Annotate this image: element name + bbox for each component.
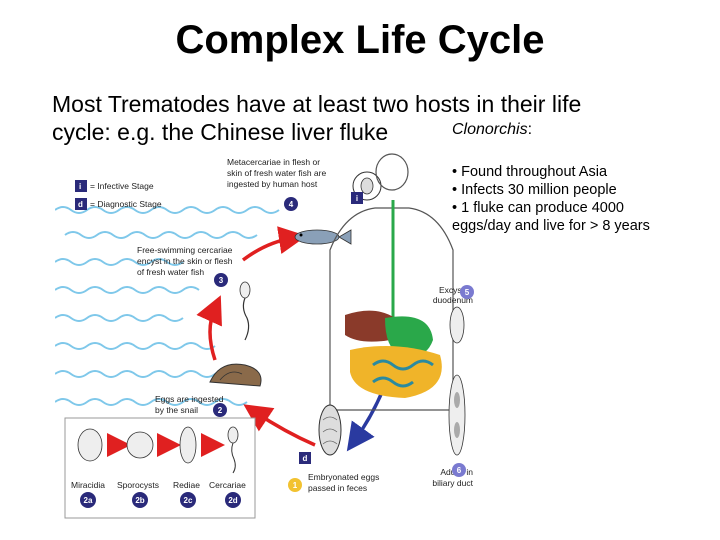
stage-4-line-3: ingested by human host <box>227 179 318 189</box>
genus-label: Clonorchis: <box>452 121 532 139</box>
diagnostic-stage-mark: d <box>78 200 83 209</box>
facts-list: • Found throughout Asia • Infects 30 mil… <box>452 163 650 235</box>
stage-4-line-1: Metacercariae in flesh or <box>227 157 320 167</box>
stage-badge-3 <box>214 273 228 287</box>
svg-text:6: 6 <box>457 466 462 475</box>
genus-name: Clonorchis <box>452 121 528 138</box>
stage-5-line-2: duodenum <box>433 295 473 305</box>
stage-badge-4 <box>284 197 298 211</box>
intro-line-1: Most Trematodes have at least two hosts … <box>52 91 582 117</box>
embryonated-egg-icon <box>318 404 342 456</box>
stage-badge-6 <box>452 463 466 477</box>
intestine <box>350 346 442 398</box>
fact-item: • Found throughout Asia <box>452 164 608 180</box>
svg-text:2d: 2d <box>228 496 237 505</box>
stage-1-line-2: passed in feces <box>308 483 367 493</box>
rediae-icon <box>179 426 197 464</box>
snail-stage-badge-2c <box>180 492 196 508</box>
svg-text:2: 2 <box>218 406 223 415</box>
miracidia-icon <box>77 428 103 462</box>
snail-stage-badge-2a <box>80 492 96 508</box>
svg-text:5: 5 <box>465 288 470 297</box>
fact-item: • 1 fluke can produce 4000 <box>452 200 624 216</box>
stage-6-line-2: biliary duct <box>432 478 473 488</box>
life-cycle-diagram: i = Infective Stage d = Diagnostic Stage <box>55 153 474 519</box>
stage-badge-2 <box>213 403 227 417</box>
liver <box>345 310 395 342</box>
stage-badge-5 <box>460 285 474 299</box>
svg-text:d: d <box>303 454 308 463</box>
svg-text:1: 1 <box>293 481 298 490</box>
excysted-fluke-icon <box>449 306 465 344</box>
intro-text: Most Trematodes have at least two hosts … <box>52 90 581 146</box>
human-host-icon <box>329 153 454 411</box>
stage-3-line-1: Free-swimming cercariae <box>137 245 233 255</box>
intro-line-2: cycle: e.g. the Chinese liver fluke <box>52 119 389 145</box>
metacercaria-icon <box>352 171 382 201</box>
stage-1-line-1: Embryonated eggs <box>308 472 379 482</box>
diagnostic-stage-badge <box>75 198 87 210</box>
snail-stage-label-2d: Cercariae <box>209 480 246 490</box>
stage-2-line-1: Eggs are ingested <box>155 394 224 404</box>
legend: i = Infective Stage d = Diagnostic Stage <box>75 180 162 210</box>
svg-text:i: i <box>356 194 358 203</box>
snail-stage-label-2a: Miracidia <box>71 480 105 490</box>
svg-text:2a: 2a <box>84 496 93 505</box>
cercaria-icon <box>239 281 251 341</box>
genus-colon: : <box>527 121 533 138</box>
svg-text:2b: 2b <box>135 496 144 505</box>
diagnostic-stage-label: = Diagnostic Stage <box>90 199 162 209</box>
stage-5-line-1: Excyst in <box>439 285 473 295</box>
infective-stage-badge <box>75 180 87 192</box>
water-waves <box>55 206 280 406</box>
snail-stage-badge-2b <box>132 492 148 508</box>
stage-badges: 4 i 3 2 1 d 5 6 2a 2b 2c 2d <box>80 192 474 508</box>
cycle-arrow-egg-to-snail <box>243 404 316 447</box>
stage-labels: Metacercariae in flesh or skin of fresh … <box>71 157 474 493</box>
snail-stage-label-2c: Rediae <box>173 480 200 490</box>
stage-3-line-2: encyst in the skin or flesh <box>137 256 233 266</box>
stage-badge-1 <box>288 478 302 492</box>
snail-icon <box>209 363 262 387</box>
svg-text:2c: 2c <box>184 496 193 505</box>
svg-text:4: 4 <box>289 200 294 209</box>
stage-3-line-3: of fresh water fish <box>137 267 204 277</box>
cycle-arrow-snail-to-cercaria <box>196 295 222 361</box>
diagnostic-badge-egg <box>299 452 311 464</box>
cercariae-icon <box>227 426 239 474</box>
stage-2-line-2: by the snail <box>155 405 198 415</box>
stage-4-line-2: skin of fresh water fish are <box>227 168 326 178</box>
sporocysts-icon <box>126 431 154 459</box>
svg-text:3: 3 <box>219 276 224 285</box>
cycle-arrow-cercaria-to-fish <box>241 226 307 262</box>
fish-icon <box>294 229 352 245</box>
snail-stage-label-2b: Sporocysts <box>117 480 159 490</box>
adult-fluke-icon <box>448 374 466 456</box>
page-title: Complex Life Cycle <box>175 18 545 62</box>
infective-stage-mark: i <box>79 182 81 191</box>
infective-badge-fish <box>351 192 363 204</box>
fact-item: eggs/day and live for > 8 years <box>452 218 650 234</box>
infective-stage-label: = Infective Stage <box>90 181 154 191</box>
snail-stages-panel <box>64 417 256 519</box>
fact-item: • Infects 30 million people <box>452 182 617 198</box>
snail-stage-badge-2d <box>225 492 241 508</box>
